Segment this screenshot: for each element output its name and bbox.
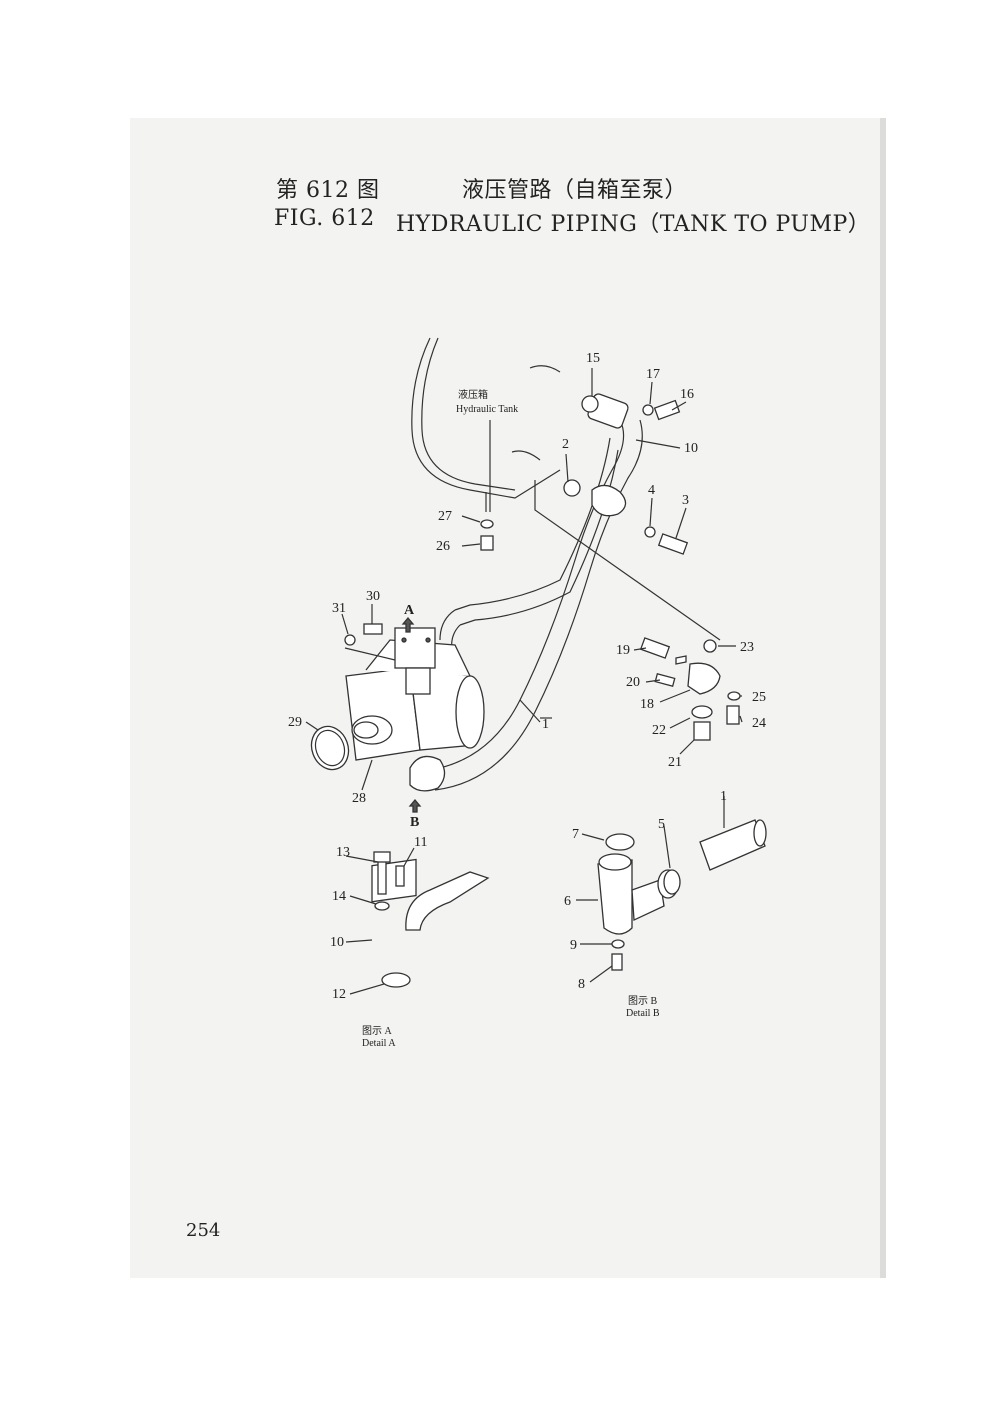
callout-1b: 1 [720,789,727,804]
callout-12: 12 [332,987,346,1002]
callout-1a: 1 [542,717,549,732]
callout-28: 28 [352,791,366,806]
callout-30: 30 [366,589,380,604]
pipe-main [429,419,643,791]
callout-18: 18 [640,697,654,712]
callout-21: 21 [668,755,682,770]
arrow-b [408,798,422,813]
arrow-b-label: B [410,815,419,830]
detail-b-label-en: Detail B [626,1008,660,1019]
figure-number-cn: 第 612 图 [276,178,380,203]
elbow-pump-outlet [409,755,446,792]
detail-a-label-cn: 图示 A [362,1025,392,1037]
scanned-page [130,118,886,1278]
callout-3: 3 [682,493,689,508]
callout-19: 19 [616,643,630,658]
callout-24: 24 [752,716,766,731]
figure-title-cn: 液压管路（自箱至泵） [462,178,688,203]
fitting-assembly-right [639,637,741,741]
detail-a-drawing [371,851,490,988]
o-ring-29 [310,725,350,771]
callout-4: 4 [648,483,655,498]
callout-31: 31 [332,601,346,616]
detail-b-drawing [597,819,767,971]
callout-13: 13 [336,845,350,860]
detail-b-label-cn: 图示 B [628,995,658,1007]
callout-16: 16 [680,387,694,402]
callout-14: 14 [332,889,346,904]
bolt-30-washer-31 [344,623,396,661]
leader-lines [305,368,743,995]
callout-27: 27 [438,509,452,524]
callout-6: 6 [564,894,571,909]
drain-plug [480,519,494,551]
callout-5: 5 [658,817,665,832]
page-edge-shadow [880,118,886,1278]
callout-10b: 10 [330,935,344,950]
arrow-a-label: A [404,603,415,618]
callout-17: 17 [646,367,660,382]
callout-26: 26 [436,539,450,554]
page-number: 254 [186,1220,221,1241]
callout-20: 20 [626,675,640,690]
callout-8: 8 [578,977,585,992]
callout-29: 29 [288,715,302,730]
hydraulic-tank [411,337,561,512]
detail-a-label-en: Detail A [362,1038,396,1049]
callout-9: 9 [570,938,577,953]
callout-7: 7 [572,827,579,842]
callout-11: 11 [414,835,427,850]
hydraulic-pump [345,627,485,761]
callout-15: 15 [586,351,600,366]
callout-25: 25 [752,690,766,705]
callout-23: 23 [740,640,754,655]
figure-number-en: FIG. 612 [274,206,375,231]
figure-title-en: HYDRAULIC PIPING（TANK TO PUMP） [396,212,871,237]
callout-10a: 10 [684,441,698,456]
arrow-a [401,616,415,633]
flange-assembly-top [511,365,721,641]
callout-2: 2 [562,437,569,452]
tank-label-en: Hydraulic Tank [456,404,518,415]
callout-22: 22 [652,723,666,738]
tank-label-cn: 液压箱 [458,388,488,401]
